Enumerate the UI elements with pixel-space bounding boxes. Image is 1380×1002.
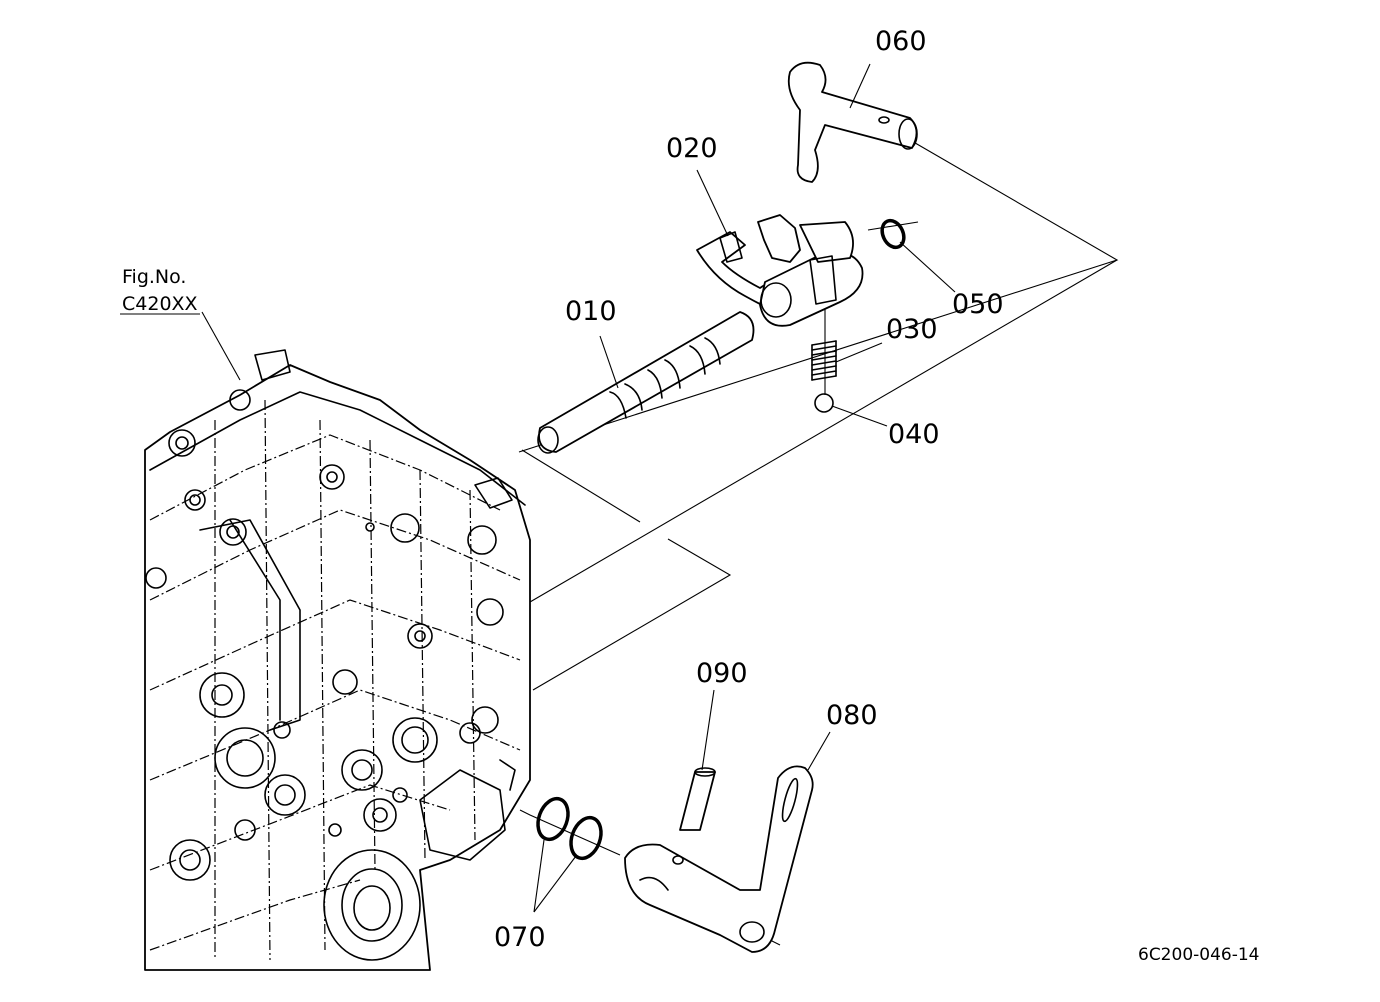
part-020-shift-fork (696, 214, 864, 327)
part-040-ball (814, 393, 834, 413)
transmission-housing (144, 349, 531, 971)
figure-reference-line2: C420XX (122, 293, 198, 315)
label-090: 090 (696, 658, 748, 689)
part-070-o-rings (536, 796, 603, 861)
figure-reference: Fig.No. C420XX (120, 266, 200, 315)
part-030-spring (811, 340, 837, 381)
part-060-shift-arm (787, 61, 918, 183)
label-leaders (533, 63, 956, 913)
diagram-code: 6C200-046-14 (1138, 945, 1259, 965)
part-010-shift-shaft (537, 311, 755, 454)
part-090-spring-pin (679, 767, 716, 831)
assembly-lines (201, 139, 1119, 946)
label-050: 050 (952, 289, 1004, 320)
label-040: 040 (888, 419, 940, 450)
label-020: 020 (666, 133, 718, 164)
part-080-lever (624, 765, 814, 953)
label-030: 030 (886, 314, 938, 345)
label-070: 070 (494, 922, 546, 953)
figure-reference-line1: Fig.No. (122, 266, 186, 288)
label-080: 080 (826, 700, 878, 731)
label-010: 010 (565, 296, 617, 327)
part-050-snap-ring (880, 218, 906, 250)
label-060: 060 (875, 26, 927, 57)
